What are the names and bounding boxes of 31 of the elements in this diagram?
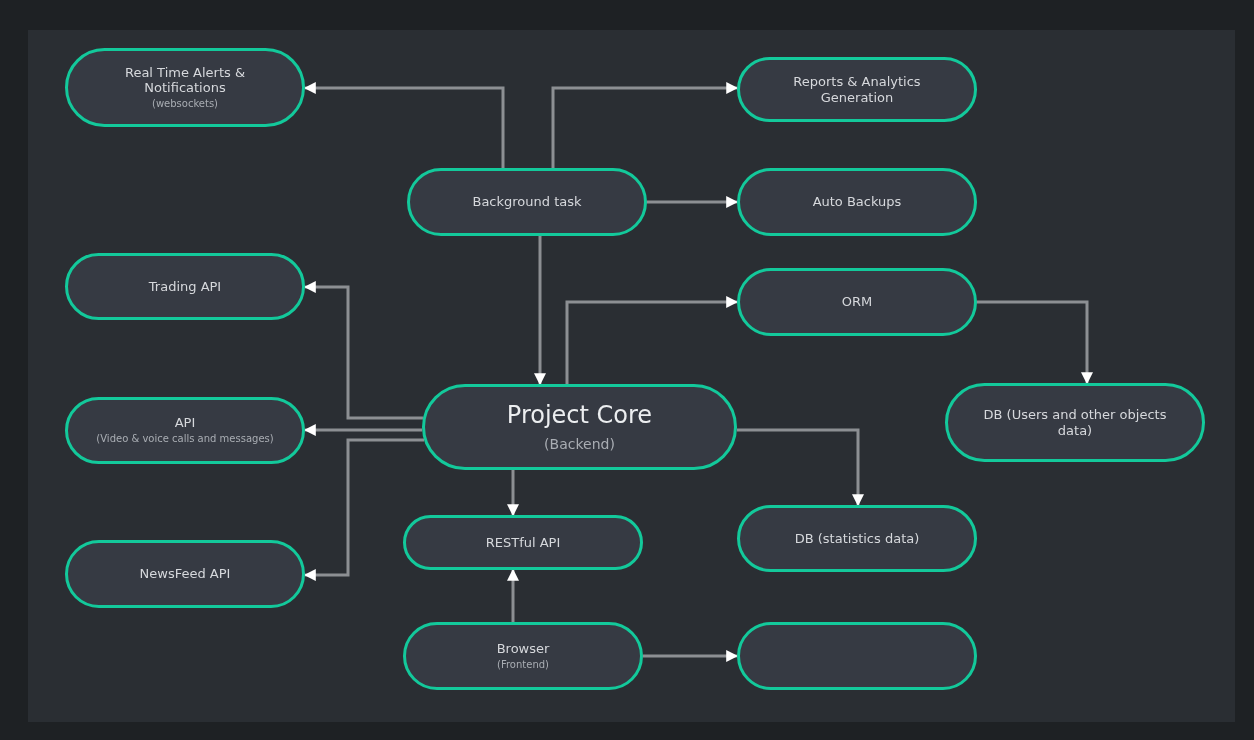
- arrow: [551, 82, 739, 168]
- node-sublabel: (Backend): [544, 435, 615, 454]
- arrow: [736, 428, 864, 507]
- node-label: DB (Users and other objects data): [982, 406, 1168, 439]
- arrow: [303, 424, 423, 436]
- node-sublabel: (Frontend): [497, 658, 549, 672]
- node-sublabel: (websockets): [152, 97, 218, 111]
- node-label: API: [174, 415, 196, 432]
- node-label: Auto Backups: [812, 194, 902, 210]
- arrow: [507, 470, 519, 517]
- node-label: Real Time Alerts & Notifications: [123, 64, 247, 96]
- node-sublabel: (Video & voice calls and messages): [96, 433, 274, 446]
- process-pill: [403, 515, 643, 570]
- node-label: Project Core: [506, 400, 653, 430]
- node-label: Trading API: [148, 278, 222, 295]
- node-label: DB (statistics data): [794, 530, 920, 547]
- node-label: Reports & Analytics Generation: [792, 73, 922, 106]
- node-label: Background task: [472, 194, 582, 210]
- arrow: [643, 650, 739, 662]
- arrow: [534, 236, 546, 386]
- arrow: [977, 300, 1093, 385]
- node-label: Browser: [496, 640, 550, 657]
- arrow: [647, 196, 739, 208]
- arrow: [507, 568, 519, 622]
- node-label: NewsFeed API: [139, 566, 231, 582]
- node-label: ORM: [841, 294, 873, 310]
- arrow: [303, 281, 423, 420]
- node-label: RESTful API: [485, 534, 561, 551]
- arrow: [565, 296, 739, 384]
- arrow: [303, 82, 505, 168]
- arrow: [303, 438, 424, 581]
